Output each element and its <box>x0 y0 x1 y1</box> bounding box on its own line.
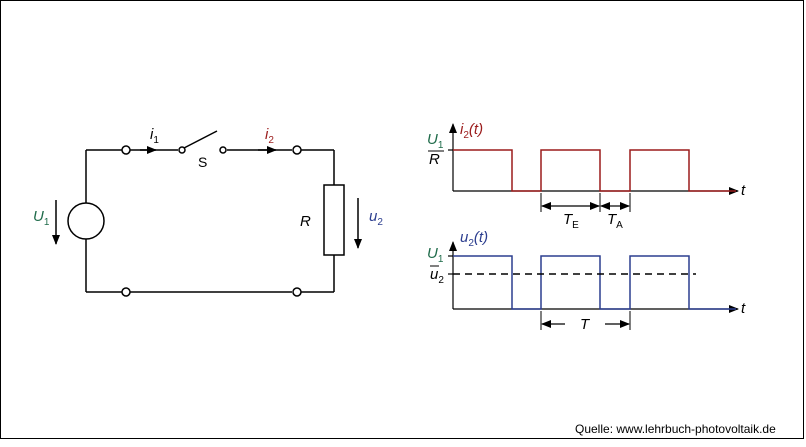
current-axis-label: t <box>741 182 746 199</box>
figure-frame <box>0 0 804 439</box>
circuit-arrows <box>52 146 362 249</box>
current-level-numerator: U1 <box>427 131 444 151</box>
dim-T-label: T <box>580 316 591 333</box>
terminal-bottom-left <box>121 287 131 297</box>
terminal-top-left <box>121 145 131 155</box>
current-plot-title: i2(t) <box>460 121 483 141</box>
label-switch: S <box>198 154 207 170</box>
dim-TA-label: TA <box>607 211 623 231</box>
voltage-source <box>67 202 105 240</box>
dim-TE-label: TE <box>563 211 579 231</box>
switch-contact-right <box>219 146 227 154</box>
switch-contact-left <box>178 146 186 154</box>
resistor <box>323 184 345 256</box>
voltage-plot <box>448 241 739 330</box>
circuit <box>67 130 345 297</box>
current-plot <box>448 123 739 212</box>
switch-blade <box>183 130 218 149</box>
voltage-mean-label: u2 <box>430 266 444 286</box>
terminal-bottom-right <box>292 287 302 297</box>
label-U1: U1 <box>33 208 50 228</box>
label-R: R <box>300 213 311 230</box>
label-i2: i2 <box>265 126 274 146</box>
label-u2: u2 <box>369 208 383 228</box>
source-credit: Quelle: www.lehrbuch-photovoltaik.de <box>575 422 776 436</box>
voltage-level-label: U1 <box>427 245 444 265</box>
voltage-plot-title: u2(t) <box>460 229 488 249</box>
voltage-axis-label: t <box>741 300 746 317</box>
voltage-waveform <box>453 255 736 310</box>
current-level-denominator: R <box>429 151 440 168</box>
terminal-top-right <box>292 145 302 155</box>
current-waveform <box>453 149 736 192</box>
label-i1: i1 <box>150 126 159 146</box>
